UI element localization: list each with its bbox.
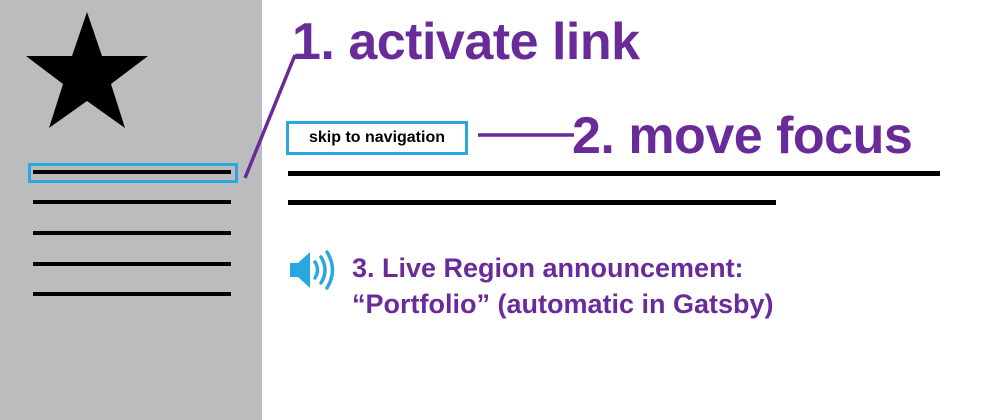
live-region-announcement: 3. Live Region announcement: “Portfolio”… xyxy=(352,250,774,322)
nav-link-1[interactable] xyxy=(33,170,231,174)
content-text-line-2 xyxy=(288,200,776,205)
nav-link-3[interactable] xyxy=(33,231,231,235)
nav-link-5[interactable] xyxy=(33,292,231,296)
skip-to-navigation-link[interactable]: skip to navigation xyxy=(286,121,468,155)
star-icon xyxy=(26,12,148,128)
step-move-focus: 2. move focus xyxy=(572,107,913,165)
speaker-icon xyxy=(290,250,335,290)
sidebar xyxy=(0,0,262,420)
content-text-line-1 xyxy=(288,171,940,176)
nav-link-4[interactable] xyxy=(33,262,231,266)
announcement-line-2: “Portfolio” (automatic in Gatsby) xyxy=(352,289,774,319)
nav-link-2[interactable] xyxy=(33,200,231,204)
step-activate-link: 1. activate link xyxy=(292,13,640,71)
focused-nav-link-outline[interactable] xyxy=(28,163,238,183)
announcement-line-1: 3. Live Region announcement: xyxy=(352,253,744,283)
